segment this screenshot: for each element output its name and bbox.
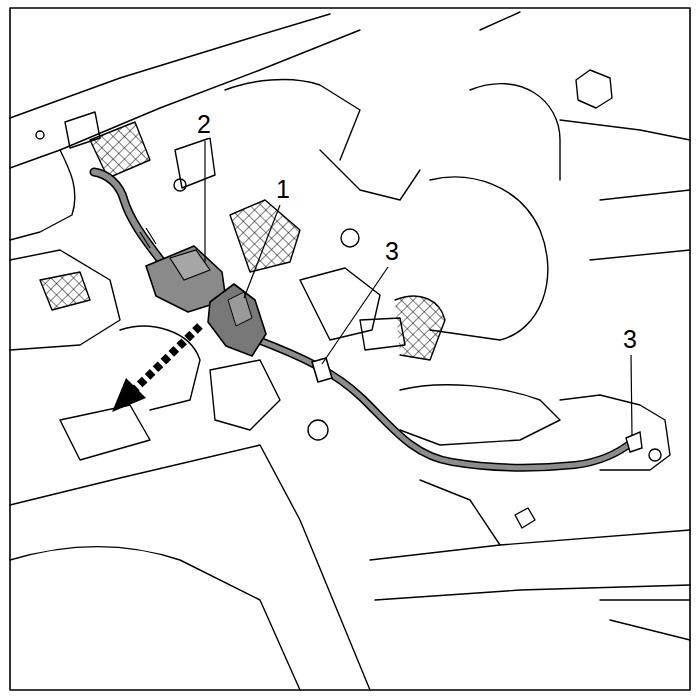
lower-panel — [10, 547, 300, 690]
cross-member — [600, 600, 690, 640]
leader-lines — [205, 141, 632, 436]
leader-line — [322, 267, 388, 364]
clip-mount — [360, 318, 405, 350]
callout-number: 3 — [621, 326, 639, 353]
bolt — [174, 179, 186, 191]
body-member — [560, 120, 690, 140]
connector-latch — [170, 250, 210, 280]
cross-member — [420, 480, 500, 545]
cross-member — [370, 530, 690, 560]
body-member — [590, 190, 690, 260]
lower-panel — [60, 405, 150, 460]
body-member — [225, 80, 360, 160]
nut — [515, 508, 535, 528]
bracket — [175, 138, 215, 188]
callout-number: 2 — [195, 111, 213, 138]
callout-number: 1 — [274, 176, 292, 203]
hose — [400, 385, 560, 445]
cable — [258, 340, 632, 468]
housing — [210, 360, 280, 430]
housing — [300, 268, 380, 340]
wire-outline — [94, 172, 162, 262]
hole — [36, 131, 44, 139]
bracket — [560, 395, 670, 470]
sensor-cable — [258, 340, 632, 468]
wire-strands — [140, 228, 156, 248]
cable-clip — [626, 432, 642, 452]
body-member — [10, 150, 75, 240]
frame — [10, 8, 690, 690]
direction-arrow-shaft — [134, 326, 200, 390]
connector-plug — [208, 284, 266, 356]
body-member — [10, 250, 120, 350]
wiring — [94, 172, 162, 262]
cable-outline — [258, 340, 632, 468]
housing — [430, 177, 548, 340]
hole — [649, 449, 661, 461]
hatched-surface — [40, 272, 90, 310]
cable-clip — [312, 358, 332, 382]
wire-harness — [94, 172, 162, 262]
leader-line — [204, 141, 205, 262]
body-member — [320, 150, 420, 200]
lower-panel — [10, 445, 370, 690]
cross-member — [375, 585, 690, 600]
leader-line — [631, 355, 632, 436]
body-member — [470, 12, 560, 180]
bolt — [341, 229, 359, 247]
body-member — [10, 14, 330, 118]
leader-line — [244, 205, 280, 298]
callout-number: 3 — [383, 238, 401, 265]
connector-lock — [228, 292, 252, 326]
bolt — [308, 420, 328, 440]
background-structure — [10, 8, 690, 690]
bolt-head — [576, 70, 612, 108]
hatched-surface — [230, 200, 300, 272]
direction-arrow-head — [112, 378, 146, 412]
